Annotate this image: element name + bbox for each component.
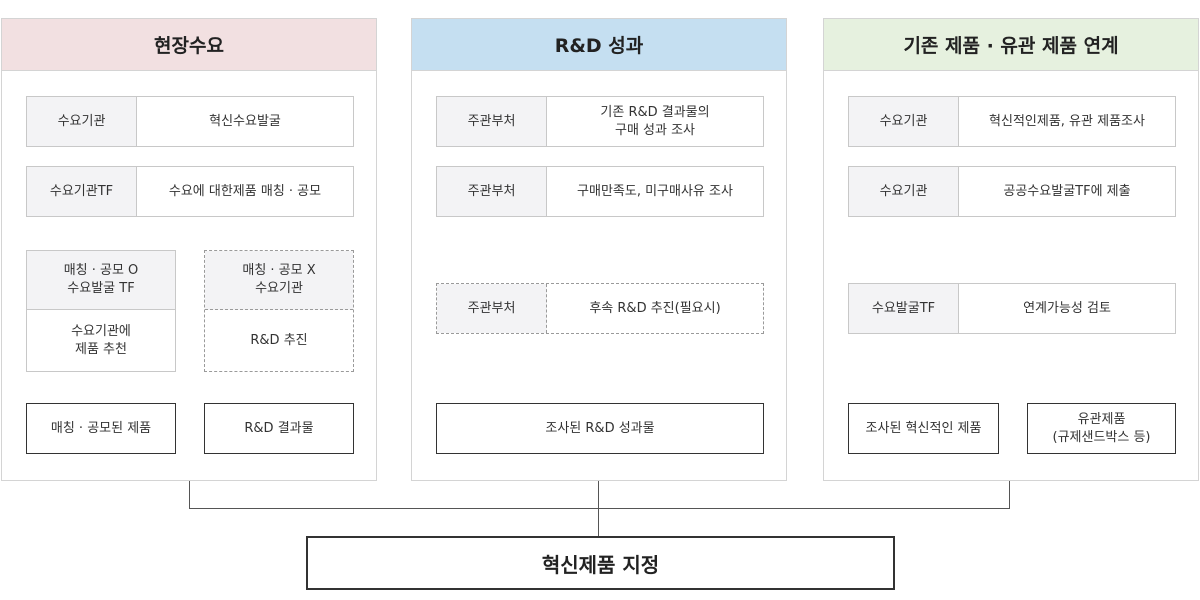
panel-title: 기존 제품 · 유관 제품 연계 <box>824 19 1198 71</box>
branch-label: 매칭 · 공모 O 수요발굴 TF <box>27 251 175 310</box>
panel3-row1: 수요기관 혁신적인제품, 유관 제품조사 <box>848 96 1176 147</box>
row-label: 수요기관 <box>849 167 959 216</box>
row-text: 혁신적인제품, 유관 제품조사 <box>989 113 1145 129</box>
connector-line <box>1009 480 1010 508</box>
row-text: 구매만족도, 미구매사유 조사 <box>577 183 733 199</box>
row-label: 주관부처 <box>437 167 547 216</box>
panel2-row3: 주관부처 후속 R&D 추진(필요시) <box>436 283 764 334</box>
connector-line <box>189 480 190 508</box>
result-surveyed-rnd: 조사된 R&D 성과물 <box>436 403 764 454</box>
row-text: 혁신수요발굴 <box>209 113 281 129</box>
row-text: 연계가능성 검토 <box>1023 300 1111 316</box>
result-matched-products: 매칭 · 공모된 제품 <box>26 403 176 454</box>
branch-text: R&D 추진 <box>250 332 308 348</box>
row-label: 수요기관 <box>27 97 137 146</box>
panel-title: 현장수요 <box>2 19 376 71</box>
row-text: 수요에 대한제품 매칭 · 공모 <box>168 183 322 199</box>
result-related-products: 유관제품 (규제샌드박스 등) <box>1027 403 1176 454</box>
row-text: 기존 R&D 결과물의 구매 성과 조사 <box>600 104 710 138</box>
panel2-row2: 주관부처 구매만족도, 미구매사유 조사 <box>436 166 764 217</box>
row-label: 수요기관TF <box>27 167 137 216</box>
panel2-row1: 주관부처 기존 R&D 결과물의 구매 성과 조사 <box>436 96 764 147</box>
result-innovative-products: 조사된 혁신적인 제품 <box>848 403 999 454</box>
panel1-row1: 수요기관 혁신수요발굴 <box>26 96 354 147</box>
panel3-row2: 수요기관 공공수요발굴TF에 제출 <box>848 166 1176 217</box>
row-text: 후속 R&D 추진(필요시) <box>589 300 721 316</box>
panel1-row2: 수요기관TF 수요에 대한제품 매칭 · 공모 <box>26 166 354 217</box>
panel3-row3: 수요발굴TF 연계가능성 검토 <box>848 283 1176 334</box>
row-label: 주관부처 <box>437 284 547 333</box>
final-innovative-product-designation: 혁신제품 지정 <box>306 536 895 590</box>
branch-matched: 매칭 · 공모 O 수요발굴 TF 수요기관에 제품 추천 <box>26 250 176 372</box>
branch-unmatched: 매칭 · 공모 X 수요기관 R&D 추진 <box>204 250 354 372</box>
branch-label: 매칭 · 공모 X 수요기관 <box>205 251 353 310</box>
row-label: 수요발굴TF <box>849 284 959 333</box>
branch-text: 수요기관에 제품 추천 <box>71 323 131 357</box>
result-rnd-output: R&D 결과물 <box>204 403 354 454</box>
row-label: 수요기관 <box>849 97 959 146</box>
panel-title: R&D 성과 <box>412 19 786 71</box>
connector-line <box>598 453 599 536</box>
connector-line <box>189 508 1010 509</box>
row-label: 주관부처 <box>437 97 547 146</box>
row-text: 공공수요발굴TF에 제출 <box>1003 183 1131 199</box>
